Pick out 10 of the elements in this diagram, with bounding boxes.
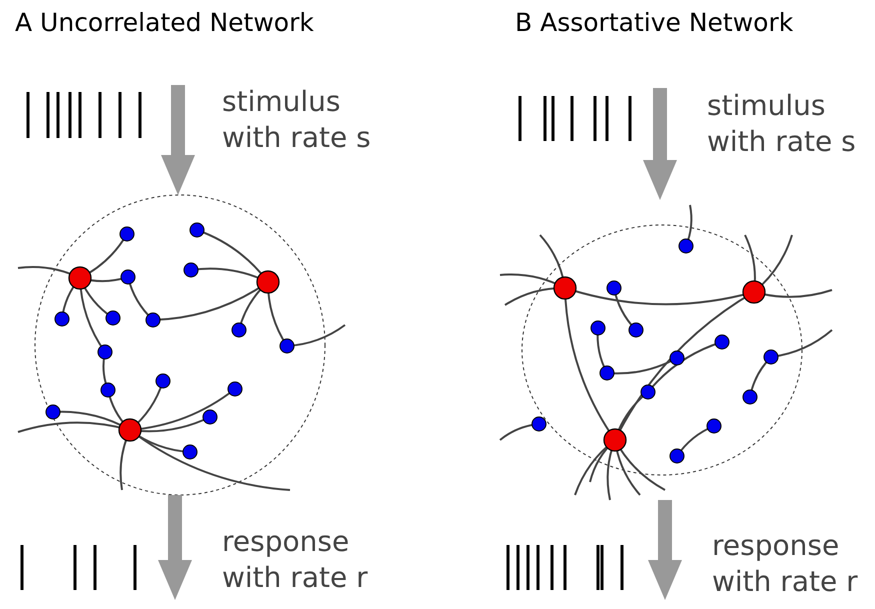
panel-title: B Assortative Network xyxy=(515,8,794,37)
arrow xyxy=(643,88,677,200)
panel-title: A Uncorrelated Network xyxy=(15,8,314,37)
response-label: response with rate r xyxy=(222,524,369,596)
stimulus-label: stimulus with rate s xyxy=(222,84,372,156)
stimulus-label: stimulus with rate s xyxy=(707,88,857,160)
arrow xyxy=(161,85,195,195)
arrow xyxy=(648,500,682,600)
arrow xyxy=(158,495,192,600)
response-label: response with rate r xyxy=(712,528,859,600)
